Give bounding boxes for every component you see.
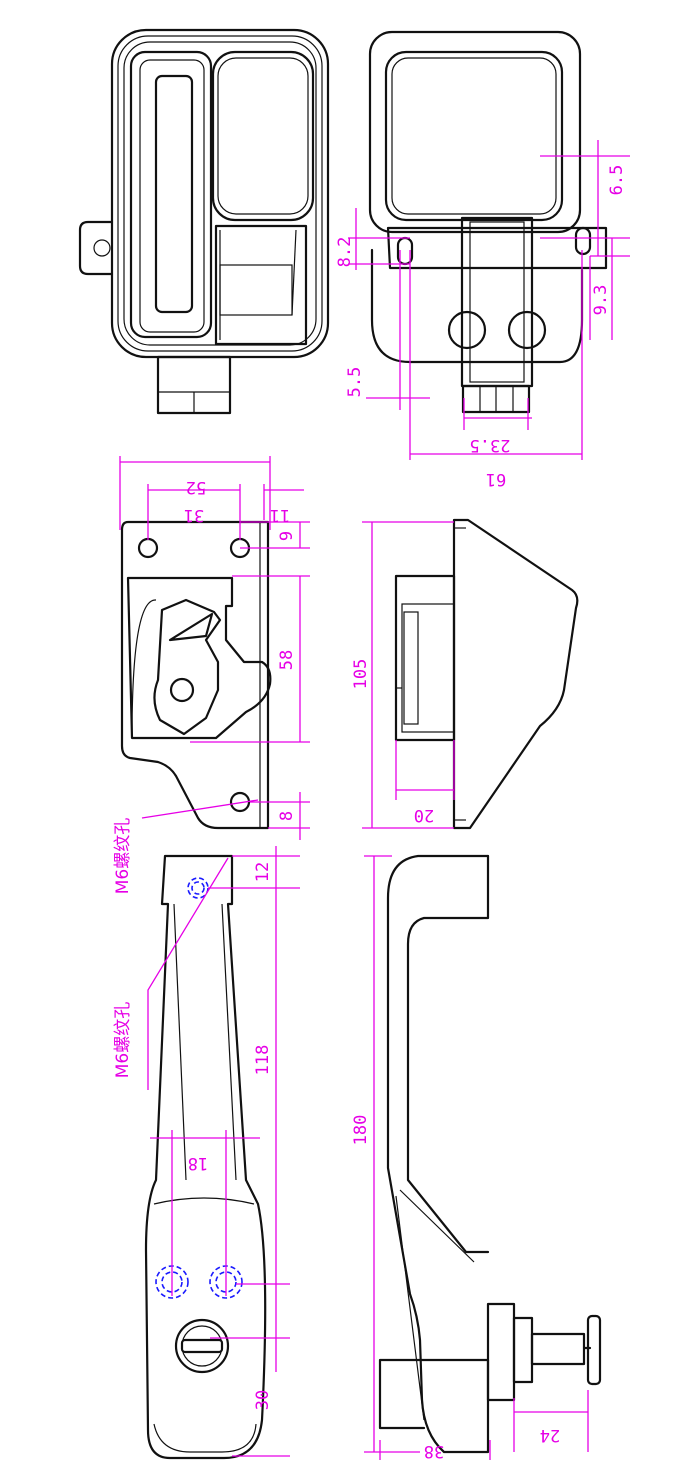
dim-31: 31 (184, 505, 204, 525)
housing-rear-view (368, 30, 608, 414)
side-profile-view (394, 518, 579, 830)
dim-23-5: 23.5 (470, 435, 511, 455)
dim-8-2: 8.2 (335, 237, 355, 268)
handle-side-view (378, 854, 602, 1454)
dim-61: 61 (486, 469, 506, 489)
handle-front-view (144, 854, 267, 1460)
housing-front-view (78, 28, 330, 415)
dim-11: 11 (270, 505, 290, 525)
base-plate-view (120, 520, 272, 830)
dim-52: 52 (186, 477, 206, 497)
dimension-lines (119, 140, 630, 1460)
dim-24: 24 (540, 1425, 560, 1445)
dim-118: 118 (253, 1045, 273, 1076)
thread-note-lower: M6螺纹孔 (113, 1002, 133, 1078)
thread-note-upper: M6螺纹孔 (113, 818, 133, 894)
dim-5-5: 5.5 (345, 367, 365, 398)
thread-notes: M6螺纹孔 M6螺纹孔 (113, 818, 133, 1078)
dim-38: 38 (424, 1441, 444, 1460)
dim-20: 20 (414, 805, 434, 825)
dim-180: 180 (351, 1115, 371, 1146)
dim-9: 9 (277, 531, 297, 541)
dim-30: 30 (253, 1390, 273, 1410)
dim-9-3: 9.3 (591, 285, 611, 316)
dim-6-5: 6.5 (607, 165, 627, 196)
dim-18: 18 (188, 1153, 208, 1173)
dim-8: 8 (277, 811, 297, 821)
dimension-labels: 6.5 8.2 9.3 5.5 23.5 61 52 31 11 9 58 8 … (184, 165, 627, 1460)
dim-58: 58 (277, 650, 297, 670)
dim-12: 12 (253, 862, 273, 882)
dim-105: 105 (351, 659, 371, 690)
